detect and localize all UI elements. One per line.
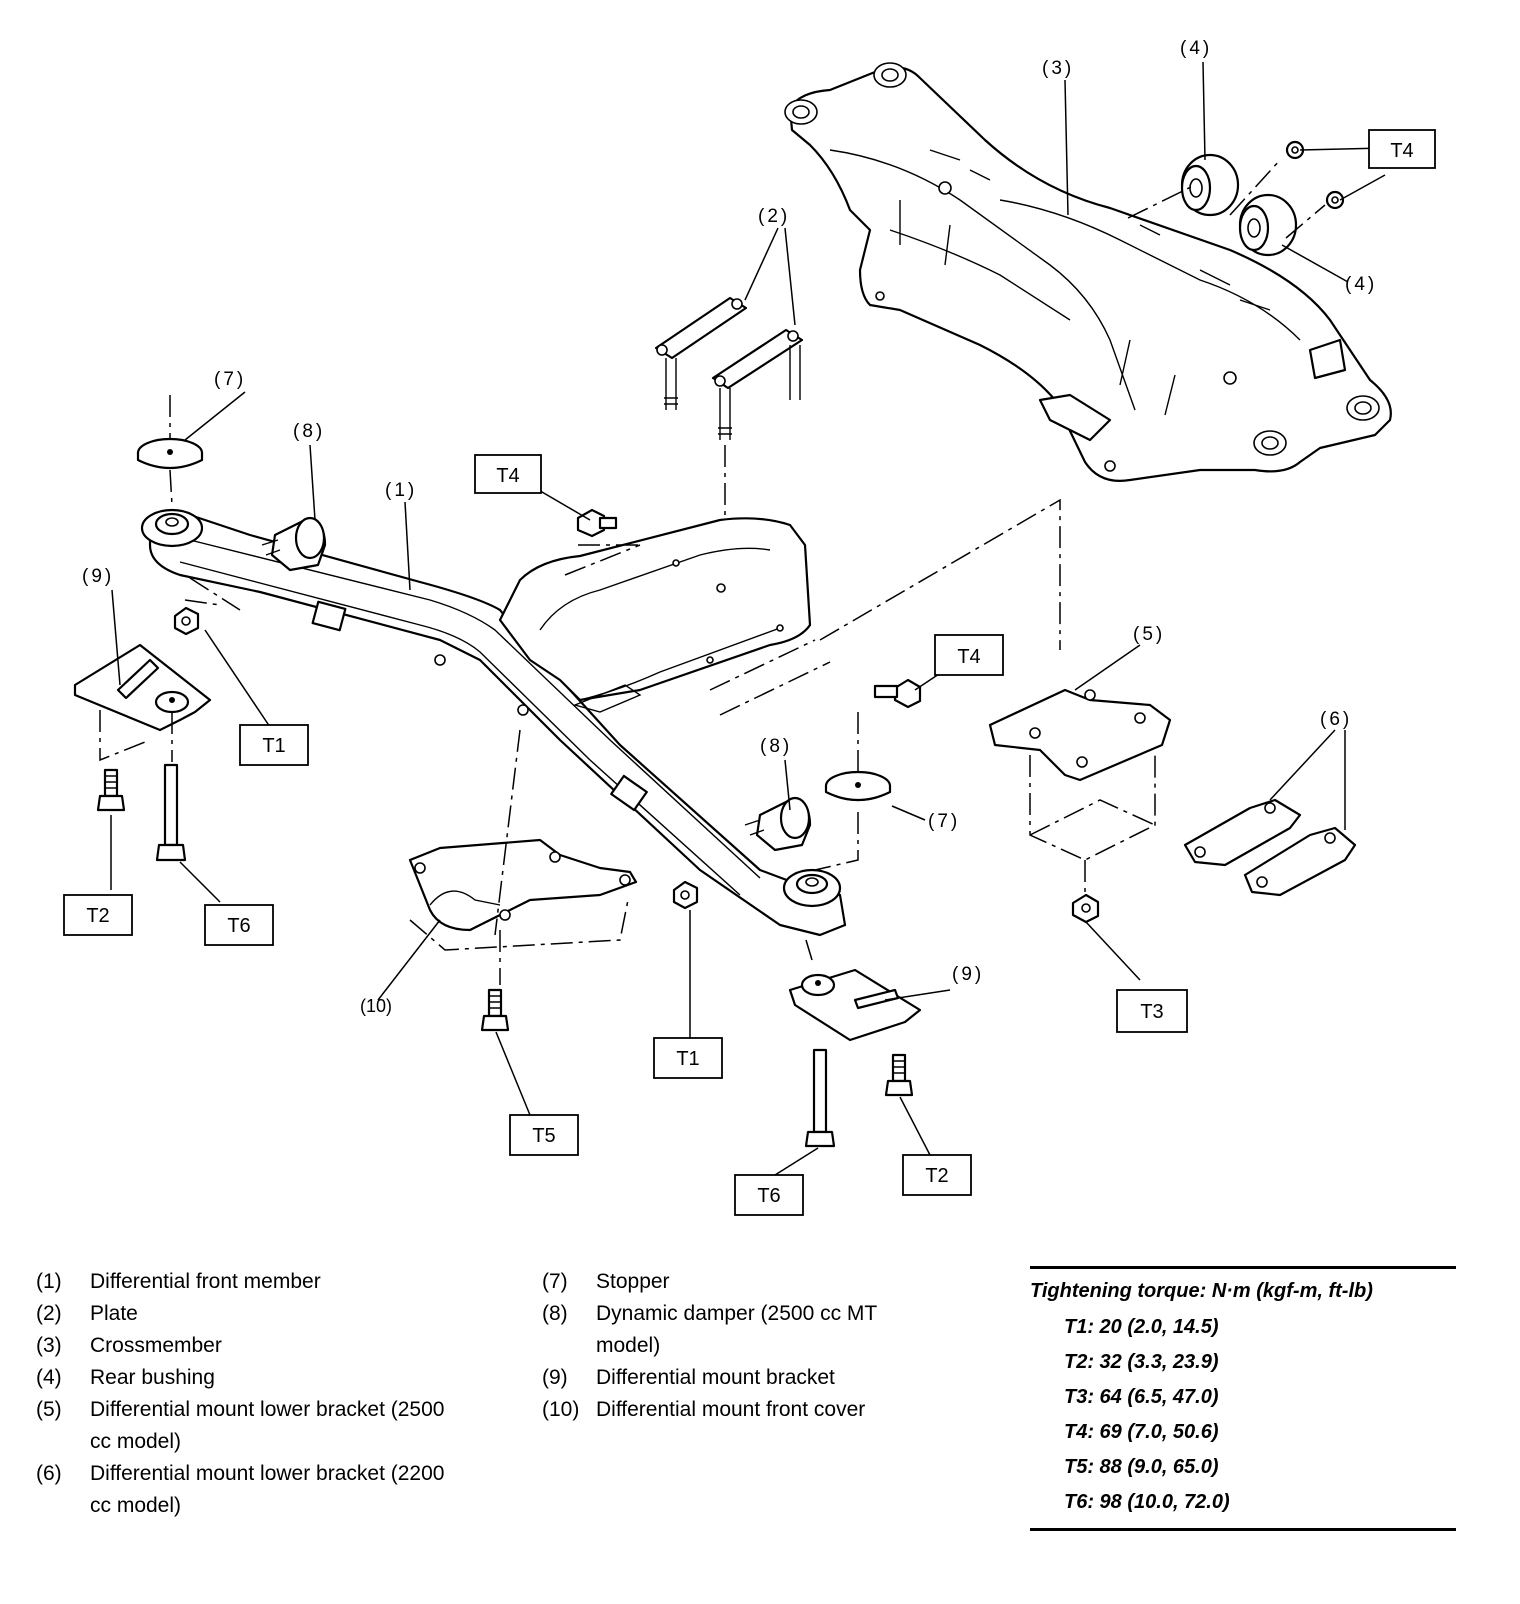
dynamic-damper-right — [744, 796, 812, 852]
tag-t3: T3 — [1116, 989, 1188, 1033]
plate-left — [654, 296, 748, 410]
legend-item: (2)Plate — [36, 1302, 138, 1325]
legend-item: (5)Differential mount lower bracket (250… — [36, 1398, 445, 1453]
torque-row: T1: 20 (2.0, 14.5) — [1064, 1316, 1219, 1338]
legend-item: (3)Crossmember — [36, 1334, 222, 1357]
torque-row: T6: 98 (10.0, 72.0) — [1064, 1491, 1230, 1513]
legend-item: (1)Differential front member — [36, 1270, 321, 1293]
tag-t1-mid: T1 — [653, 1037, 723, 1079]
callout-2: (2) — [758, 206, 790, 227]
bolt-t2-left — [96, 768, 126, 812]
bolt-t4-mid — [873, 678, 922, 709]
nut-t3 — [1071, 893, 1100, 924]
callout-9-right: (9) — [952, 964, 984, 985]
plate-right — [711, 328, 804, 440]
dynamic-damper-left — [261, 516, 327, 572]
tag-t6-left: T6 — [204, 904, 274, 946]
stopper-left — [136, 437, 204, 470]
tag-t6-right: T6 — [734, 1174, 804, 1216]
rear-bushing-lower — [1238, 193, 1298, 257]
svg-text:T2: T2 — [925, 1165, 948, 1187]
svg-text:T4: T4 — [496, 465, 519, 487]
svg-text:T4: T4 — [1390, 140, 1413, 162]
legend-item: (4)Rear bushing — [36, 1366, 215, 1389]
callout-4-bottom: (4) — [1345, 274, 1377, 295]
tag-t5: T5 — [509, 1114, 579, 1156]
svg-text:T4: T4 — [957, 646, 980, 668]
tag-t4-top: T4 — [1368, 129, 1436, 169]
differential-front-member — [140, 508, 847, 937]
callout-10: (10) — [360, 996, 392, 1016]
diff-mount-front-cover — [408, 838, 638, 932]
callout-8-left: (8) — [293, 421, 325, 442]
bushing-nuts — [1285, 140, 1345, 210]
tag-t4-mid: T4 — [474, 454, 542, 494]
callout-8-right: (8) — [760, 736, 792, 757]
callout-1: (1) — [385, 480, 417, 501]
svg-text:T5: T5 — [532, 1125, 555, 1147]
torque-title: Tightening torque: N·m (kgf-m, ft-lb) — [1030, 1280, 1373, 1302]
callout-7-right: (7) — [928, 811, 960, 832]
bottom-rule — [1030, 1528, 1456, 1531]
callout-7-left: (7) — [214, 369, 246, 390]
callout-4-top: (4) — [1180, 38, 1212, 59]
svg-text:T6: T6 — [757, 1185, 780, 1207]
diff-mount-lower-bracket-2200-b — [1243, 826, 1357, 897]
svg-text:T1: T1 — [676, 1048, 699, 1070]
torque-table: Tightening torque: N·m (kgf-m, ft-lb) T1… — [1030, 1266, 1456, 1566]
parts-legend: (1)Differential front member (2)Plate (3… — [36, 1266, 996, 1566]
legend-column-1: (1)Differential front member (2)Plate (3… — [36, 1266, 470, 1522]
diff-mount-lower-bracket-2500 — [988, 688, 1172, 782]
legend-column-2: (7)Stopper (8)Dynamic damper (2500 cc MT… — [542, 1266, 936, 1426]
tag-t4-right: T4 — [934, 634, 1004, 676]
svg-text:T6: T6 — [227, 915, 250, 937]
top-rule — [1030, 1266, 1456, 1269]
stopper-right — [824, 770, 892, 802]
callout-6: (6) — [1320, 709, 1352, 730]
svg-text:T2: T2 — [86, 905, 109, 927]
svg-text:T3: T3 — [1140, 1001, 1163, 1023]
crossmember — [784, 62, 1392, 482]
diff-mount-bracket-right — [788, 968, 922, 1042]
torque-row: T3: 64 (6.5, 47.0) — [1064, 1386, 1219, 1408]
exploded-view-diagram: (4) (3) (4) (2) (7) (8) (1) (9) (5) (6) … — [63, 38, 1436, 1216]
bolt-t5 — [480, 988, 510, 1032]
rear-bushing-upper — [1180, 153, 1240, 217]
callout-3: (3) — [1042, 58, 1074, 79]
nut-t1-mid — [672, 880, 699, 910]
bolt-t2-right — [884, 1053, 914, 1097]
legend-item: (8)Dynamic damper (2500 cc MT model) — [542, 1302, 877, 1357]
callout-5: (5) — [1133, 624, 1165, 645]
bolt-t4-top — [576, 508, 618, 538]
legend-item: (9)Differential mount bracket — [542, 1366, 835, 1389]
torque-row: T5: 88 (9.0, 65.0) — [1064, 1456, 1219, 1478]
bolt-t6-left — [155, 763, 187, 862]
legend-item: (7)Stopper — [542, 1270, 670, 1293]
tag-t2-right: T2 — [902, 1154, 972, 1196]
nut-t1-left — [173, 606, 200, 636]
legend-item: (10)Differential mount front cover — [542, 1398, 866, 1421]
callout-9-left: (9) — [82, 566, 114, 587]
legend-item: (6)Differential mount lower bracket (220… — [36, 1462, 445, 1517]
diff-mount-lower-bracket-2200-a — [1183, 798, 1302, 867]
bolt-t6-right — [804, 1048, 836, 1148]
svg-text:T1: T1 — [262, 735, 285, 757]
tag-t1-left: T1 — [239, 724, 309, 766]
torque-row: T4: 69 (7.0, 50.6) — [1064, 1421, 1219, 1443]
torque-row: T2: 32 (3.3, 23.9) — [1064, 1351, 1219, 1373]
diff-mount-bracket-left — [73, 643, 212, 732]
tag-t2-left: T2 — [63, 894, 133, 936]
